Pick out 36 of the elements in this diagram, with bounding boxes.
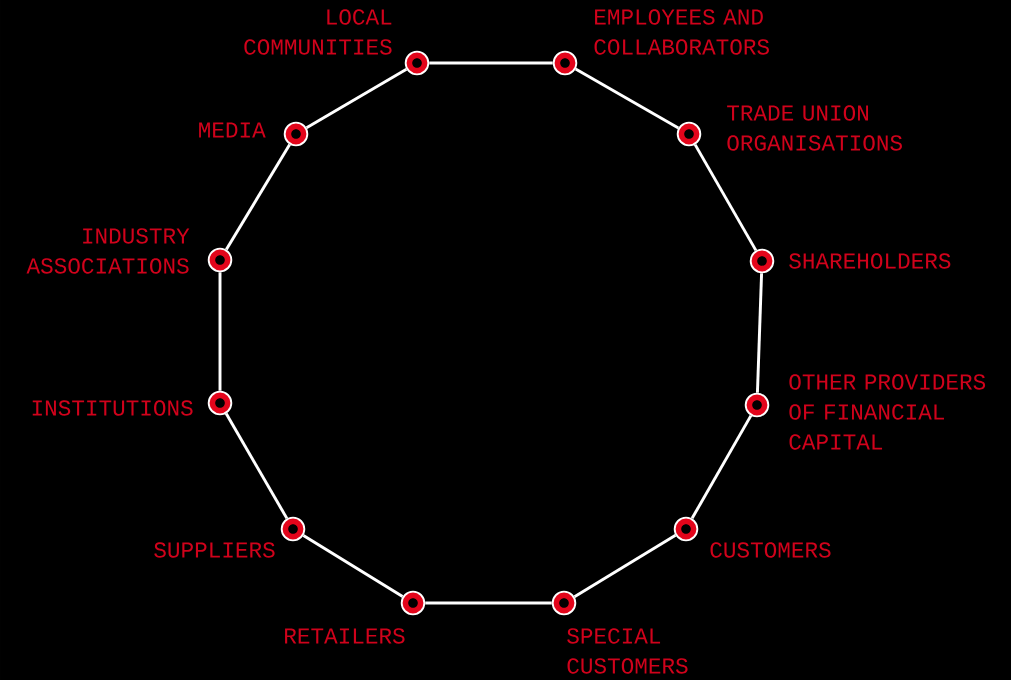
connector-line	[573, 534, 677, 598]
connector-line	[302, 534, 404, 598]
stakeholder-label: INDUSTRY ASSOCIATIONS	[26, 228, 190, 274]
connector-line	[305, 67, 408, 130]
connector-line	[574, 67, 680, 130]
stakeholder-dot	[207, 247, 233, 273]
stakeholder-label: INSTITUTIONS	[32, 400, 193, 416]
stakeholder-dot	[404, 50, 430, 76]
stakeholder-label: CUSTOMERS	[710, 542, 831, 558]
stakeholder-dot	[280, 516, 306, 542]
connector-line	[224, 412, 289, 520]
stakeholder-dot	[552, 50, 578, 76]
stakeholder-dot	[676, 121, 702, 147]
stakeholder-label: SUPPLIERS	[154, 542, 275, 558]
connector-line	[690, 414, 753, 520]
stakeholder-label: OTHER PROVIDERS OF FINANCIAL CAPITAL	[789, 374, 986, 450]
connector-line	[755, 273, 764, 393]
connector-line	[429, 61, 553, 65]
stakeholder-dot	[283, 121, 309, 147]
stakeholder-label: RETAILERS	[285, 628, 405, 644]
stakeholder-dot	[749, 248, 775, 274]
connector-line	[425, 601, 552, 605]
stakeholder-label: MEDIA	[199, 122, 266, 138]
stakeholder-dot	[400, 590, 426, 616]
connector-line	[218, 272, 222, 391]
connector-line	[693, 143, 758, 252]
stakeholder-label: EMPLOYEES AND COLLABORATORS	[594, 9, 769, 55]
stakeholder-label: LOCAL COMMUNITIES	[244, 9, 392, 55]
stakeholder-dot	[551, 590, 577, 616]
stakeholder-label: TRADE UNION ORGANISATIONS	[727, 105, 902, 151]
stakeholder-dot	[673, 516, 699, 542]
stakeholder-label: SHAREHOLDERS	[789, 253, 951, 269]
connector-line	[225, 143, 291, 251]
stakeholder-dot	[207, 390, 233, 416]
stakeholder-dot	[744, 392, 770, 418]
stakeholder-label: SPECIAL CUSTOMERS	[567, 628, 688, 674]
